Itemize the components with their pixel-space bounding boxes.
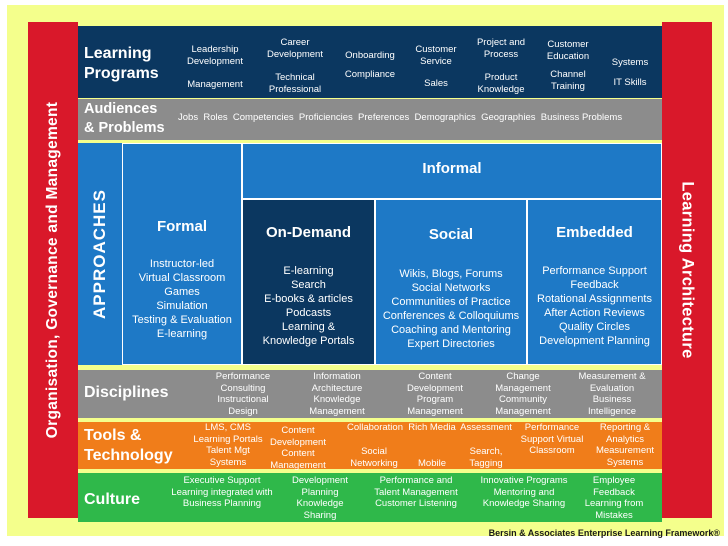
discipline-item: Change Management Community Management [495, 371, 551, 417]
side-right-label: Learning Architecture [678, 181, 697, 359]
learning-programs-title: Learning Programs [84, 45, 159, 82]
program-item: Product Knowledge [477, 72, 525, 95]
discipline-item: Content Development Program Management [407, 371, 463, 417]
formal-title: Formal [156, 218, 207, 235]
program-item: Career Development [267, 37, 323, 60]
informal-title: Informal [422, 160, 482, 177]
tool-item: Mobile [418, 458, 446, 469]
learning-programs-band: Learning Programs Leadership Development… [78, 26, 662, 98]
program-item: Compliance [344, 69, 396, 80]
program-item: Onboarding [345, 50, 395, 61]
tool-item: Search, Tagging [469, 446, 503, 469]
culture-item: Performance and Talent Management Custom… [374, 475, 458, 509]
program-item: Technical Professional [268, 72, 322, 95]
tools-band: Tools & Technology LMS, CMS Learning Por… [78, 422, 662, 471]
tool-item: Collaboration [347, 422, 403, 433]
tool-item: Content Development Content Management [270, 425, 326, 471]
disciplines-title: Disciplines [84, 384, 169, 401]
approaches-label: APPROACHES [90, 189, 109, 319]
tool-item: Reporting & Analytics Measurement System… [595, 422, 655, 468]
program-item: Systems [611, 57, 649, 68]
program-item: Channel Training [550, 69, 586, 92]
program-item: Project and Process [476, 37, 526, 60]
program-item: Leadership Development [187, 44, 243, 67]
side-left-label: Organisation, Governance and Management [44, 101, 61, 439]
culture-item: Development Planning Knowledge Sharing [292, 475, 348, 521]
program-item: IT Skills [613, 77, 647, 88]
on-demand-title: On-Demand [265, 224, 351, 241]
audiences-band: Audiences & Problems Jobs Roles Competen… [78, 99, 662, 140]
program-item: Customer Education [546, 39, 590, 62]
discipline-item: Performance Consulting Instructional Des… [215, 371, 271, 417]
social-title: Social [428, 226, 474, 243]
disciplines-band: Disciplines Performance Consulting Instr… [78, 370, 662, 418]
side-panel-left: Organisation, Governance and Management [28, 22, 78, 518]
tool-item: Performance Support Virtual Classroom [520, 422, 584, 456]
audience-items: Jobs Roles Competencies Proficiencies Pr… [178, 112, 623, 123]
approaches-label-panel: APPROACHES [78, 143, 122, 365]
program-item: Sales [424, 78, 448, 89]
framework-credit: Bersin & Associates Enterprise Learning … [488, 528, 720, 538]
program-item: Customer Service [415, 44, 457, 67]
tool-item: Social Networking [350, 446, 398, 469]
informal-header: Informal [242, 143, 662, 199]
discipline-item: Information Architecture Knowledge Manag… [309, 371, 365, 417]
program-item: Management [187, 79, 243, 90]
embedded-title: Embedded [556, 224, 633, 241]
tools-title: Tools & Technology [84, 427, 173, 464]
culture-item: Employee Feedback Learning from Mistakes [584, 475, 644, 521]
audiences-title: Audiences & Problems [84, 101, 165, 136]
discipline-item: Measurement & Evaluation Business Intell… [578, 371, 646, 417]
culture-item: Innovative Programs Mentoring and Knowle… [480, 475, 568, 509]
tool-item: Assessment [460, 422, 512, 433]
culture-band: Culture Executive Support Learning integ… [78, 473, 662, 522]
tool-item: LMS, CMS Learning Portals Talent Mgt Sys… [193, 422, 263, 468]
tool-item: Rich Media [408, 422, 456, 433]
culture-item: Executive Support Learning integrated wi… [171, 475, 273, 509]
culture-title: Culture [84, 491, 140, 508]
side-panel-right: Learning Architecture [662, 22, 712, 518]
